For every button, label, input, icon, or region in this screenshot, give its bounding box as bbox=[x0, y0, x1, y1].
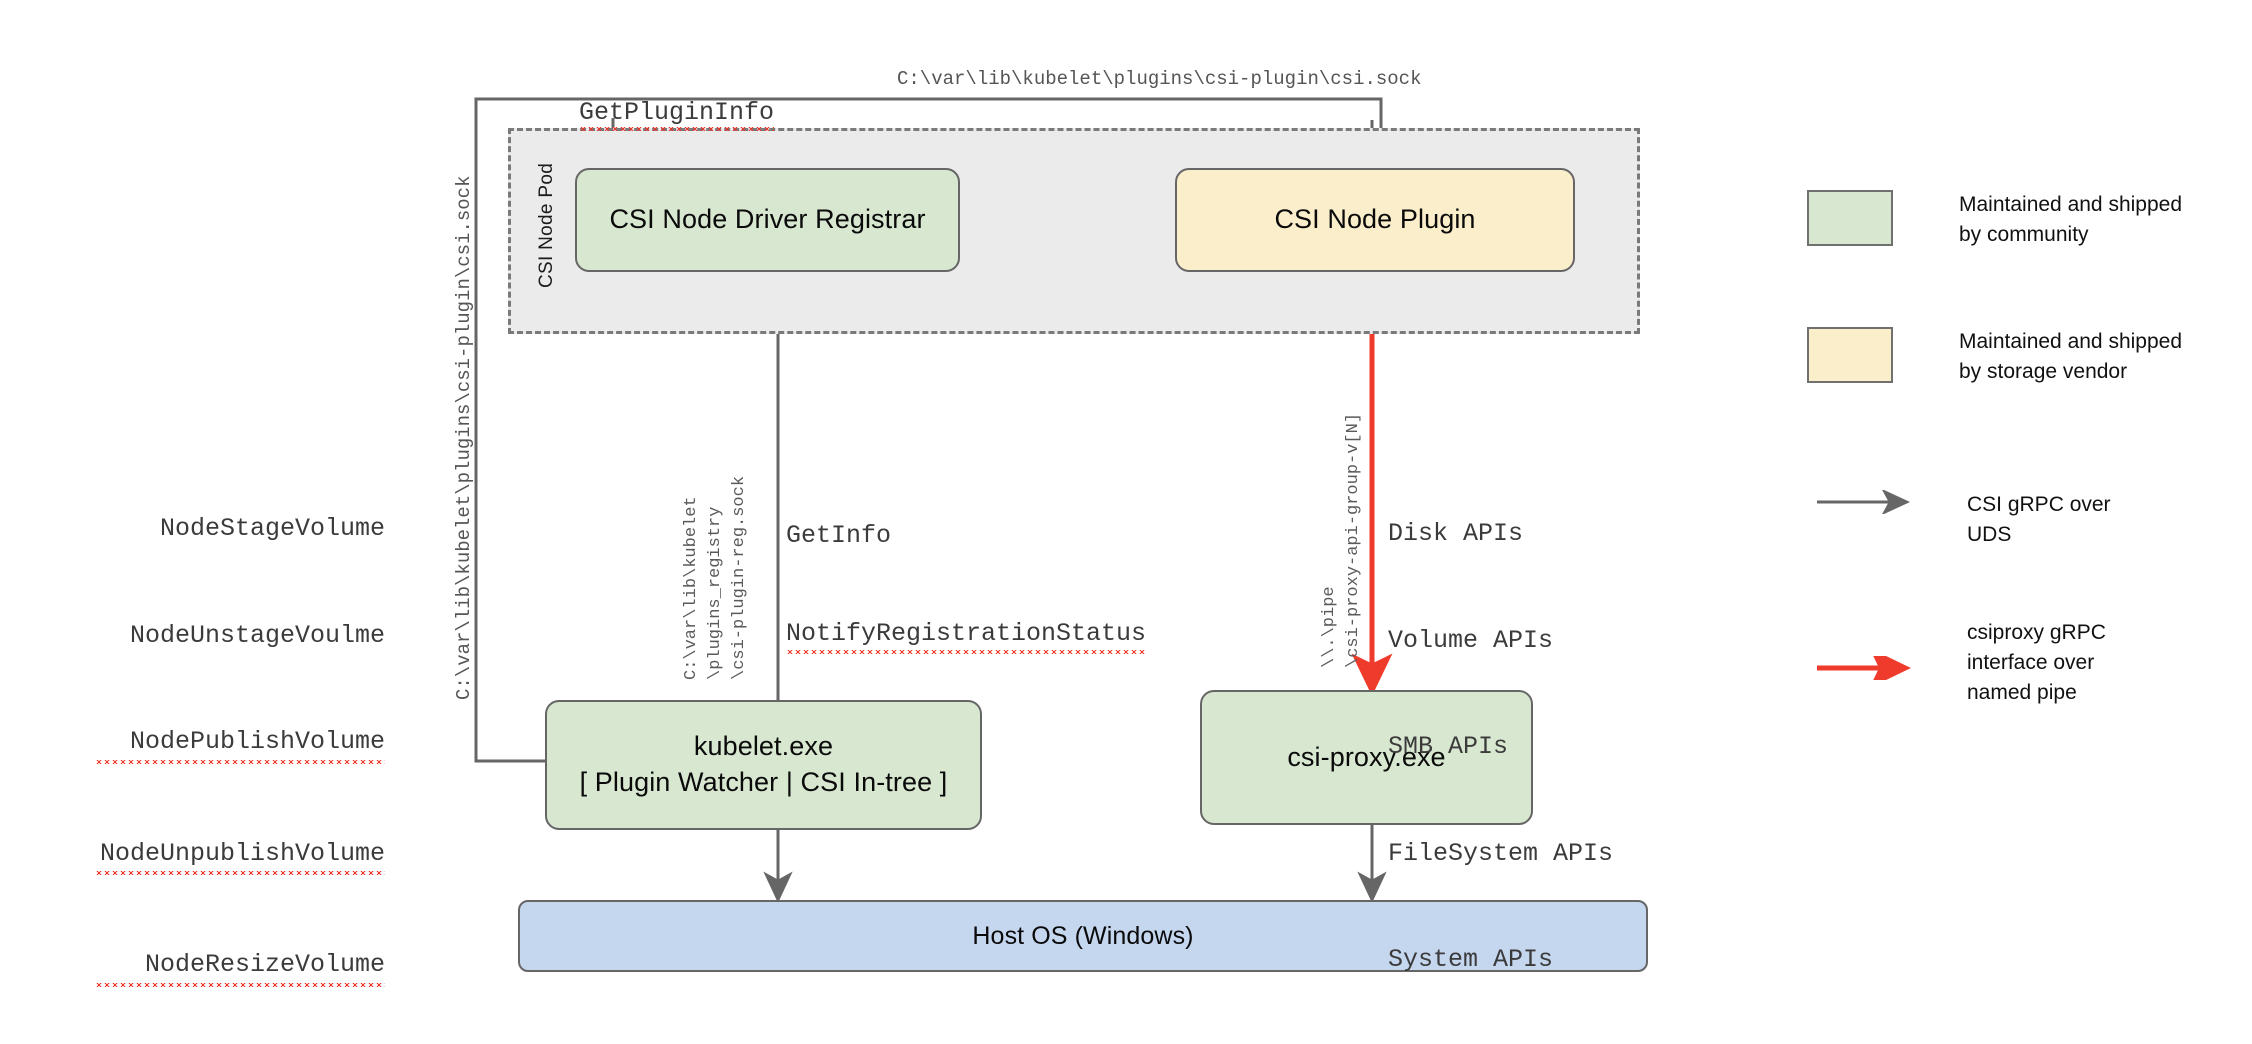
legend-item-vendor: Maintained and shipped by storage vendor bbox=[1807, 327, 2182, 387]
node-csi-node-driver-registrar[interactable]: CSI Node Driver Registrar bbox=[575, 168, 960, 272]
legend-item-csiproxy-grpc: csiproxy gRPC interface over named pipe bbox=[1815, 618, 2106, 707]
node-csi-proxy-exe[interactable]: csi-proxy.exe bbox=[1200, 690, 1533, 825]
legend-item-csi-grpc: CSI gRPC over UDS bbox=[1815, 490, 2111, 550]
annotation-node-service-apis: NodeStageVolume NodeUnstageVoulme NodePu… bbox=[95, 440, 385, 1044]
annotation-named-pipe-path: \\.\pipe \csi-proxy-api-group-v[N] bbox=[1318, 413, 1366, 668]
annotation-getplugininfo-text: GetPluginInfo bbox=[579, 97, 775, 132]
named-pipe-line-1: \\.\pipe bbox=[1320, 586, 1339, 668]
node-api-item: NodeStageVolume bbox=[159, 514, 385, 543]
annotation-csi-sock-left: C:\var\lib\kubelet\plugins\csi-plugin\cs… bbox=[453, 175, 475, 701]
registration-call-getinfo: GetInfo bbox=[786, 521, 892, 550]
legend-label-csi-grpc: CSI gRPC over UDS bbox=[1967, 493, 2111, 546]
node-host-os-label: Host OS (Windows) bbox=[972, 921, 1194, 950]
csi-proxy-api-item: FileSystem APIs bbox=[1388, 838, 1614, 868]
node-csi-node-plugin-label: CSI Node Plugin bbox=[1274, 204, 1476, 235]
node-kubelet-exe-line1: kubelet.exe bbox=[693, 731, 834, 762]
csi-proxy-api-item: SMB APIs bbox=[1388, 732, 1509, 761]
annotation-csi-sock-top: C:\var\lib\kubelet\plugins\csi-plugin\cs… bbox=[897, 68, 1422, 90]
legend-arrow-gray-icon bbox=[1817, 490, 1910, 514]
node-host-os[interactable]: Host OS (Windows) bbox=[518, 900, 1648, 972]
registry-path-line-3: \csi-plugin-reg.sock bbox=[730, 475, 750, 680]
named-pipe-line-2: \csi-proxy-api-group-v[N] bbox=[1344, 412, 1364, 668]
legend-label-community: Maintained and shipped by community bbox=[1959, 193, 2183, 246]
csi-proxy-api-item: Volume APIs bbox=[1388, 625, 1554, 655]
legend-label-csiproxy-grpc: csiproxy gRPC interface over named pipe bbox=[1967, 621, 2106, 704]
csi-proxy-api-item: System APIs bbox=[1388, 945, 1554, 974]
node-csi-node-plugin[interactable]: CSI Node Plugin bbox=[1175, 168, 1575, 272]
registration-call-notifyregistrationstatus: NotifyRegistrationStatus bbox=[786, 617, 1147, 656]
node-kubelet-exe[interactable]: kubelet.exe [ Plugin Watcher | CSI In-tr… bbox=[545, 700, 982, 830]
legend-arrow-red-icon bbox=[1817, 656, 1911, 680]
registry-path-line-2: \plugins_registry bbox=[706, 506, 726, 680]
csi-node-pod-label: CSI Node Pod bbox=[536, 162, 557, 288]
node-api-item: NodePublishVolume bbox=[95, 724, 385, 765]
legend-swatch-yellow bbox=[1807, 327, 1893, 383]
node-api-item: NodeResizeVolume bbox=[95, 947, 385, 988]
node-csi-proxy-exe-label: csi-proxy.exe bbox=[1287, 741, 1446, 772]
registry-path-line-1: C:\var\lib\kubelet bbox=[682, 496, 701, 680]
node-api-item: NodeUnpublishVolume bbox=[95, 835, 385, 877]
legend-swatch-green bbox=[1807, 190, 1893, 246]
legend-item-community: Maintained and shipped by community bbox=[1807, 190, 2182, 250]
annotation-plugins-registry-path: C:\var\lib\kubelet \plugins_registry\csi-… bbox=[680, 476, 752, 680]
legend-label-vendor: Maintained and shipped by storage vendor bbox=[1959, 330, 2183, 383]
annotation-getplugininfo: GetPluginInfo bbox=[519, 64, 775, 162]
annotation-csi-proxy-apis: Disk APIs Volume APIs SMB APIs FileSyste… bbox=[1388, 445, 1613, 1044]
csi-proxy-api-item: Disk APIs bbox=[1388, 519, 1524, 548]
node-kubelet-exe-line2: [ Plugin Watcher | CSI In-tree ] bbox=[579, 767, 948, 797]
node-csi-node-driver-registrar-label: CSI Node Driver Registrar bbox=[609, 204, 926, 235]
node-api-item: NodeUnstageVoulme bbox=[129, 620, 385, 650]
annotation-registration-calls: GetInfo NotifyRegistrationStatus bbox=[786, 455, 1147, 720]
